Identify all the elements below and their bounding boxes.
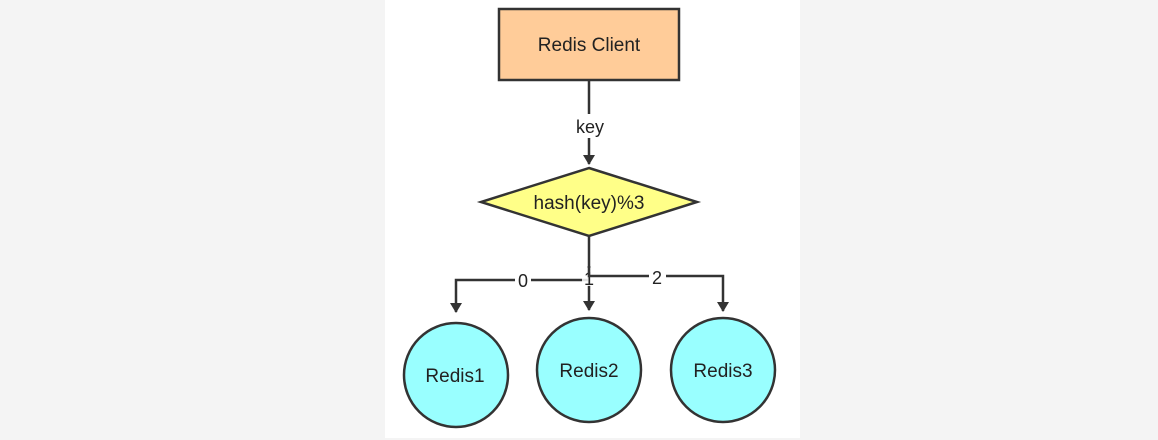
redis3-circle bbox=[669, 316, 777, 424]
redis1-label: Redis1 bbox=[425, 366, 484, 387]
branch-2-label: 2 bbox=[652, 268, 662, 288]
redis2-label: Redis2 bbox=[559, 361, 618, 382]
redis2-circle bbox=[535, 316, 643, 424]
branch-0-label: 0 bbox=[518, 271, 528, 291]
redis-client-node: Redis Client bbox=[497, 7, 681, 82]
branch-2-label-bg bbox=[649, 267, 666, 287]
redis1-circle bbox=[402, 321, 510, 429]
hash-decision-node: hash(key)%3 bbox=[476, 166, 702, 238]
edge-client-to-hash: key bbox=[576, 80, 604, 165]
redis2-node: Redis2 bbox=[535, 316, 643, 424]
redis-client-box bbox=[497, 7, 681, 82]
redis-client-label: Redis Client bbox=[538, 35, 641, 56]
branch-1-label: 1 bbox=[584, 269, 594, 289]
redis1-node: Redis1 bbox=[402, 321, 510, 429]
edge-key-label: key bbox=[576, 117, 604, 137]
hash-label: hash(key)%3 bbox=[534, 193, 645, 214]
redis3-label: Redis3 bbox=[693, 361, 752, 382]
redis3-node: Redis3 bbox=[669, 316, 777, 424]
branch-0-label-bg bbox=[515, 270, 531, 290]
branch-edges: 0 1 2 bbox=[450, 236, 729, 313]
